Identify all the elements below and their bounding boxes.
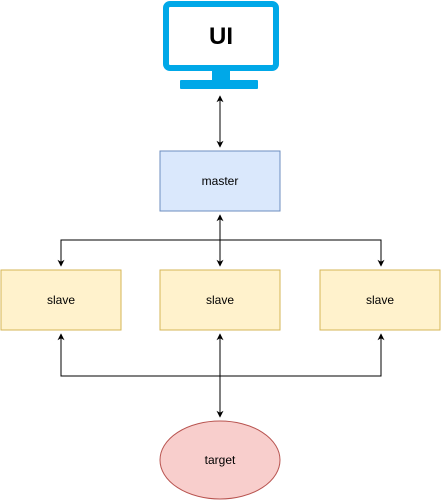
slave-label: slave — [206, 293, 234, 307]
edge-slaves-target — [57, 333, 385, 418]
master-label: master — [202, 174, 239, 188]
slave-node-2[interactable]: slave — [159, 269, 281, 331]
target-label: target — [205, 453, 236, 467]
slave-box — [159, 269, 281, 331]
slave-box — [319, 269, 441, 331]
edge-slave-3-target — [220, 333, 385, 377]
monitor-node[interactable]: UI — [163, 1, 279, 89]
slave-box — [0, 269, 122, 331]
master-node[interactable]: master — [159, 150, 281, 212]
master-box — [159, 150, 281, 212]
slave-node-3[interactable]: slave — [319, 269, 441, 331]
monitor-icon — [163, 1, 279, 89]
slave-node-1[interactable]: slave — [0, 269, 122, 331]
monitor-label: UI — [209, 23, 233, 50]
edge-master-slave-1 — [57, 239, 220, 267]
edge-master-slaves — [57, 214, 385, 267]
edge-master-slave-3 — [220, 239, 385, 267]
edge-slave-1-target — [57, 333, 220, 377]
slave-label: slave — [366, 293, 394, 307]
target-node[interactable]: target — [159, 420, 281, 500]
slave-label: slave — [47, 293, 75, 307]
target-ellipse — [159, 420, 281, 500]
